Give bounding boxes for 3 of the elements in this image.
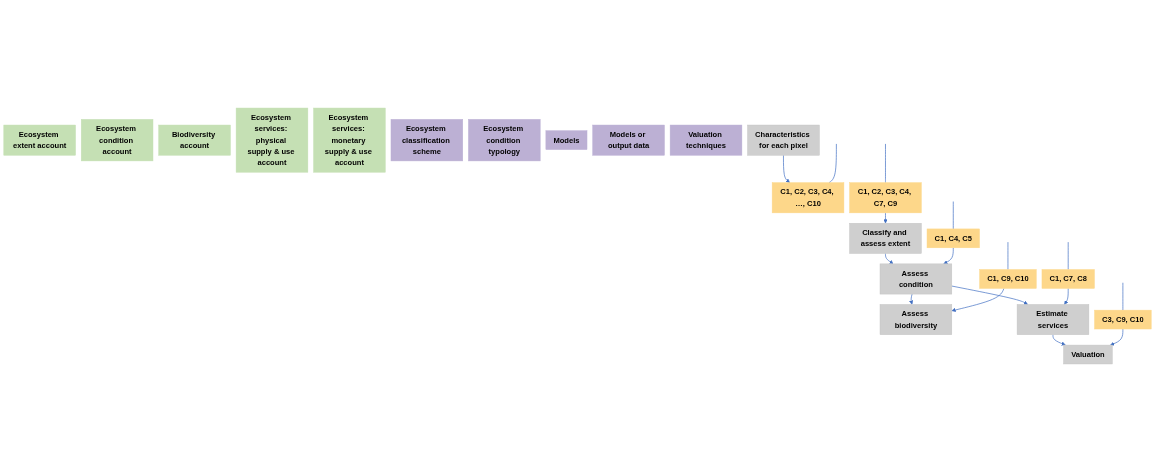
connector [952,201,954,230]
connector [885,143,886,183]
connector [828,143,837,183]
